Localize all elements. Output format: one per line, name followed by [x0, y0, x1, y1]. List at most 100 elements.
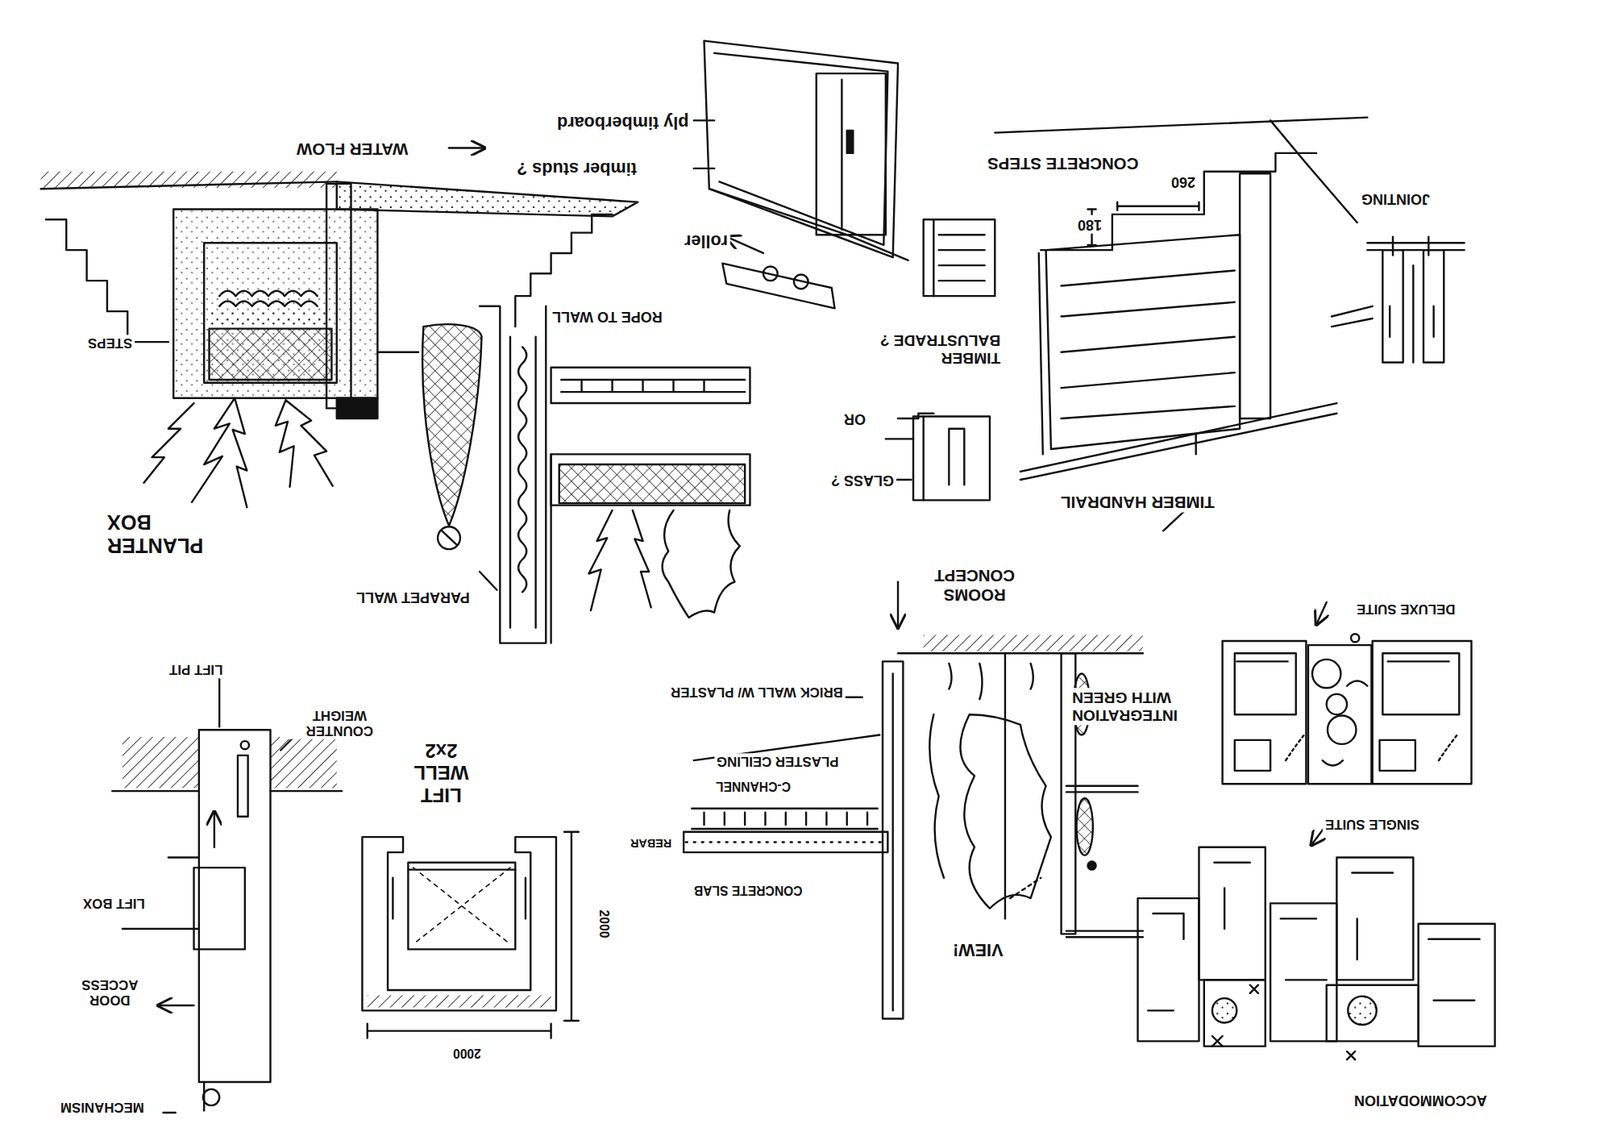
suite-plans: [1138, 602, 1496, 1060]
handrail-elevation-stroke: [1382, 249, 1403, 362]
sketch-note: MECHANISM: [58, 1098, 147, 1116]
rooms-concept-section-stroke: [929, 714, 944, 878]
window-and-roller-stroke: [448, 146, 485, 149]
sketch-note: roller: [681, 229, 731, 252]
planter-box-section-stroke: [336, 398, 379, 419]
sketch-note: VIEW!: [950, 938, 1006, 960]
sketch-note: LIFT PIT: [166, 660, 225, 678]
lift-well-plan-stroke: [413, 867, 511, 944]
rooms-concept-section-stroke: [897, 581, 899, 628]
lift-section-stroke: [219, 678, 296, 751]
rooms-concept-section-stroke: [704, 812, 869, 825]
window-and-roller-stroke: [726, 236, 764, 254]
rooms-concept-section-stroke: [923, 634, 1143, 651]
sketch-note: OR: [841, 409, 869, 429]
handrail-elevation-stroke: [1331, 306, 1373, 327]
planter-box-section: [41, 171, 639, 508]
rope-and-parapet-stroke: [662, 510, 740, 618]
lift-well-plan-stroke: [367, 1023, 552, 1039]
rope-and-parapet-stroke: [437, 526, 461, 549]
lift-section-stroke: [213, 810, 216, 847]
handrail-elevation-stroke: [933, 219, 985, 296]
sketch-note: GLASS ?: [828, 470, 897, 490]
lift-well-plan-stroke: [407, 862, 516, 950]
lift-section-stroke: [194, 867, 246, 949]
suite-plans-stroke: [1234, 739, 1271, 771]
window-and-roller-stroke: [793, 274, 809, 290]
rope-and-parapet-stroke: [479, 306, 546, 644]
rope-and-parapet-stroke: [551, 367, 751, 404]
handrail-elevation-stroke: [913, 416, 990, 501]
planter-box-section-stroke: [275, 399, 333, 487]
suite-plans-stroke: [1372, 640, 1472, 784]
suite-plans-stroke: [1212, 984, 1355, 1060]
window-and-roller-stroke: [816, 73, 886, 235]
suite-plans-stroke: [1347, 996, 1376, 1025]
suite-plans-stroke: [1312, 659, 1341, 688]
sketch-note: INTEGRATION WITH GREEN: [1069, 687, 1213, 725]
suite-plans-stroke: [1418, 923, 1496, 1047]
suite-plans-stroke: [1336, 856, 1413, 980]
rooms-concept-section-stroke: [683, 831, 888, 852]
suite-plans-stroke: [1326, 984, 1419, 1042]
rope-and-parapet-stroke: [561, 379, 745, 392]
planter-box-section-stroke: [45, 219, 169, 342]
window-and-roller-stroke: [694, 120, 715, 169]
sketch-note: CONCRETE SLAB: [691, 881, 806, 898]
lift-section-stroke: [199, 729, 271, 1082]
planter-box-section-stroke: [219, 290, 318, 296]
rope-and-parapet-stroke: [588, 510, 651, 611]
lift-section-stroke: [122, 736, 200, 788]
sketch-note: ply timberboard: [554, 111, 691, 133]
sketch-note: TIMBER BALUSTRADE ?: [870, 330, 1003, 368]
sketch-note: 2000: [595, 906, 612, 940]
sketch-note: C-CHANNEL: [713, 777, 794, 794]
rooms-concept-section-stroke: [1076, 797, 1093, 856]
handrail-elevation-stroke: [1270, 120, 1358, 223]
rooms-concept-section-stroke: [685, 840, 885, 843]
suite-plans-stroke: [1198, 847, 1265, 981]
lift-section-stroke: [203, 1088, 220, 1106]
planter-box-section-stroke: [209, 328, 333, 380]
rooms-concept-section: [683, 581, 1143, 1019]
suite-plans-stroke: [1285, 735, 1458, 761]
rooms-concept-section-stroke: [892, 673, 894, 1011]
rope-and-parapet-stroke: [518, 346, 527, 592]
lift-section-stroke: [241, 740, 250, 749]
planter-box-section-stroke: [377, 351, 419, 354]
handrail-elevation-stroke: [1367, 242, 1464, 250]
sketch-note: REBAR: [627, 835, 674, 851]
suite-plans-stroke: [1234, 652, 1460, 715]
rooms-concept-section-stroke: [1087, 861, 1096, 870]
sketch-note: PARAPET WALL: [353, 587, 473, 607]
sketch-note: BRICK WALL W/ PLASTER: [668, 683, 846, 701]
lift-well-plan: [361, 831, 578, 1039]
sketch-note: JOINTING: [1358, 189, 1433, 208]
sketch-note: LIFT BOX: [80, 894, 148, 912]
sketch-note: 2000: [450, 1044, 484, 1061]
rooms-concept-section-stroke: [1009, 877, 1041, 898]
planter-box-section-stroke: [336, 181, 638, 217]
window-and-roller-stroke: [722, 263, 835, 309]
suite-plans-stroke: [1326, 694, 1347, 715]
planter-box-section-stroke: [173, 209, 378, 399]
sketch-note: PLASTER CEILING: [714, 752, 841, 770]
sketch-note: SINGLE SUITE: [1322, 815, 1422, 833]
sketch-note: 260: [1168, 172, 1198, 192]
sketch-note: ROPE TO WALL: [549, 307, 665, 326]
rope-and-parapet-stroke: [479, 571, 498, 591]
sketch-note: PLANTER BOX: [104, 509, 222, 558]
handrail-elevation-stroke: [1020, 403, 1337, 480]
suite-plans-stroke: [1327, 714, 1356, 744]
handrail-elevation-stroke: [923, 219, 996, 296]
rooms-concept-section-stroke: [897, 652, 1143, 654]
handrail-elevation-stroke: [1117, 202, 1199, 211]
rooms-concept-section-stroke: [1066, 785, 1143, 937]
suite-plans-stroke: [1236, 660, 1449, 662]
suite-plans-stroke: [1379, 739, 1416, 771]
handrail-elevation: [885, 117, 1465, 532]
rooms-concept-section-stroke: [691, 808, 877, 829]
lift-well-plan-stroke: [367, 994, 552, 1007]
lift-section-stroke: [112, 789, 342, 792]
